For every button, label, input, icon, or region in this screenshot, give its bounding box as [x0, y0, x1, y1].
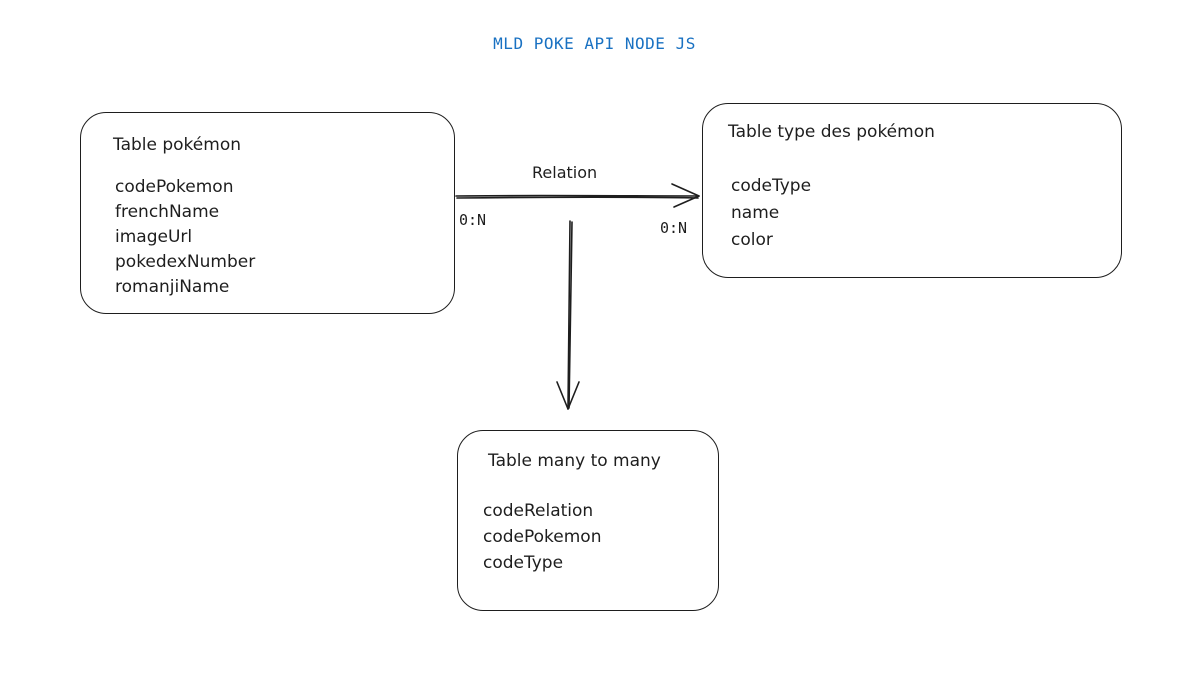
field-item: color	[731, 230, 773, 250]
cardinality-left: 0:N	[459, 211, 487, 229]
field-item: romanjiName	[115, 277, 230, 297]
entity-type: Table type des pokémon codeType name col…	[702, 103, 1122, 278]
field-item: imageUrl	[115, 227, 193, 247]
field-item: frenchName	[115, 202, 220, 222]
field-list: codePokemon frenchName imageUrl pokedexN…	[115, 175, 255, 300]
entity-pokemon: Table pokémon codePokemon frenchName ima…	[80, 112, 455, 314]
relation-arrow	[455, 183, 700, 208]
entity-title: Table type des pokémon	[728, 122, 935, 142]
field-item: codeType	[483, 553, 564, 573]
cardinality-right: 0:N	[660, 219, 688, 237]
field-list: codeType name color	[731, 173, 811, 254]
field-item: codeType	[731, 176, 812, 196]
entity-many-to-many: Table many to many codeRelation codePoke…	[457, 430, 719, 611]
field-item: codePokemon	[115, 177, 234, 197]
entity-title: Table many to many	[488, 451, 661, 471]
relation-label: Relation	[532, 163, 598, 182]
field-item: name	[731, 203, 780, 223]
field-item: pokedexNumber	[115, 252, 256, 272]
field-item: codePokemon	[483, 527, 602, 547]
diagram-title: MLD POKE API NODE JS	[493, 34, 696, 53]
entity-title: Table pokémon	[113, 135, 241, 155]
down-arrow	[556, 220, 580, 410]
field-item: codeRelation	[483, 501, 594, 521]
field-list: codeRelation codePokemon codeType	[483, 498, 601, 576]
